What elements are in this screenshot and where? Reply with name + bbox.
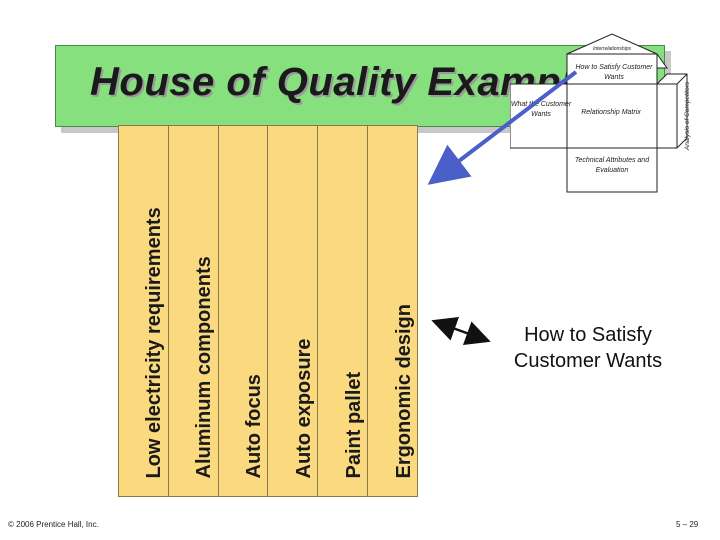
attribute-column: Auto focus (219, 126, 269, 496)
attribute-column: Auto exposure (268, 126, 319, 496)
page-number: 5 – 29 (676, 520, 699, 529)
competitors-text: Analysis of Competitors (684, 81, 691, 151)
how-to-satisfy-callout: How to Satisfy Customer Wants (513, 324, 663, 372)
how-box (566, 53, 658, 85)
attribute-column: Ergonomic design (368, 126, 417, 496)
technical-attributes-panel: Low electricity requirements Aluminum co… (118, 125, 418, 497)
attribute-column: Low electricity requirements (119, 126, 169, 496)
copyright-text: © 2006 Prentice Hall, Inc. (8, 520, 99, 529)
attribute-label: Auto focus (243, 374, 266, 479)
technical-label: Technical Attributes and Evaluation (574, 157, 650, 174)
attribute-label: Aluminum components (193, 256, 216, 479)
attribute-label: Auto exposure (292, 338, 315, 479)
attribute-label: Low electricity requirements (143, 207, 166, 479)
competitors-label: Analysis of Competitors (664, 82, 712, 150)
roof-label: Interrelationships (592, 46, 632, 52)
attribute-label: Ergonomic design (392, 304, 415, 479)
wants-label: What the Customer Wants (510, 101, 572, 118)
attribute-label: Paint pallet (342, 371, 365, 479)
attribute-column: Paint pallet (318, 126, 369, 496)
how-label: How to Satisfy Customer Wants (575, 64, 653, 81)
attribute-column: Aluminum components (169, 126, 219, 496)
relationship-label: Relationship Matrix (581, 109, 641, 116)
